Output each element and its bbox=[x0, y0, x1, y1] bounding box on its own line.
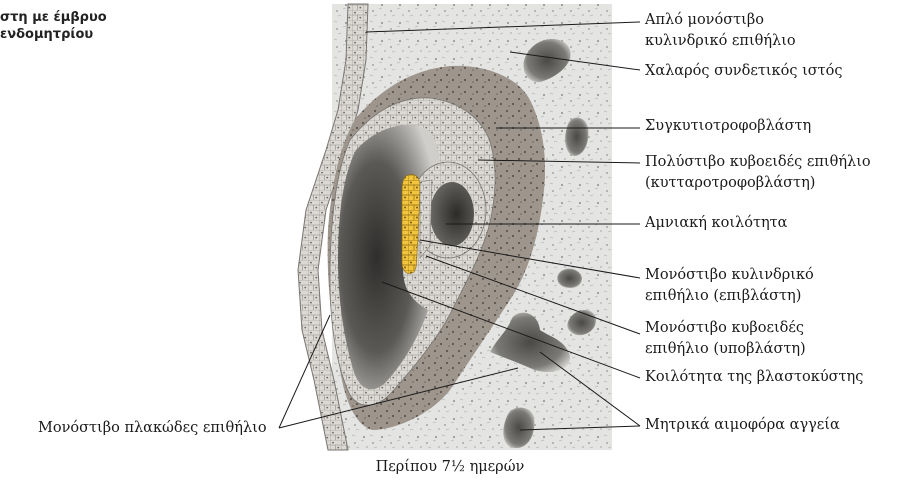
label-hypoblast: Μονόστιβο κυβοειδές επιθήλιο (υποβλάστη) bbox=[645, 318, 806, 360]
label-epiblast: Μονόστιβο κυλινδρικό επιθήλιο (επιβλάστη… bbox=[645, 265, 814, 307]
figure-caption: Περίπου 7½ ημερών bbox=[320, 459, 580, 475]
label-blastocyst-cavity: Κοιλότητα της βλαστοκύστης bbox=[645, 367, 863, 388]
label-hypoblast-line2: επιθήλιο (υποβλάστη) bbox=[645, 339, 806, 360]
label-epiblast-line1: Μονόστιβο κυλινδρικό bbox=[645, 265, 814, 286]
label-simple-columnar: Απλό μονόστιβο κυλινδρικό επιθήλιο bbox=[645, 10, 796, 52]
label-simple-squamous: Μονόστιβο πλακώδες επιθήλιο bbox=[38, 418, 267, 439]
label-stratified-cuboidal-line2: (κυτταροτροφοβλάστη) bbox=[645, 173, 871, 194]
label-amniotic-cavity: Αμνιακή κοιλότητα bbox=[645, 213, 787, 234]
label-maternal-vessels: Μητρικά αιμοφόρα αγγεία bbox=[645, 415, 840, 436]
label-syncytiotrophoblast-line1: Συγκυτιοτροφοβλάστη bbox=[645, 116, 811, 137]
label-epiblast-line2: επιθήλιο (επιβλάστη) bbox=[645, 286, 814, 307]
amniotic-cavity bbox=[430, 182, 474, 246]
label-simple-columnar-line2: κυλινδρικό επιθήλιο bbox=[645, 31, 796, 52]
label-stratified-cuboidal-line1: Πολύστιβο κυβοειδές επιθήλιο bbox=[645, 152, 871, 173]
label-stratified-cuboidal: Πολύστιβο κυβοειδές επιθήλιο (κυτταροτρο… bbox=[645, 152, 871, 194]
label-simple-squamous-line1: Μονόστιβο πλακώδες επιθήλιο bbox=[38, 418, 267, 439]
label-syncytiotrophoblast: Συγκυτιοτροφοβλάστη bbox=[645, 116, 811, 137]
label-maternal-vessels-line1: Μητρικά αιμοφόρα αγγεία bbox=[645, 415, 840, 436]
label-loose-connective: Χαλαρός συνδετικός ιστός bbox=[645, 61, 843, 82]
label-blastocyst-cavity-line1: Κοιλότητα της βλαστοκύστης bbox=[645, 367, 863, 388]
label-amniotic-cavity-line1: Αμνιακή κοιλότητα bbox=[645, 213, 787, 234]
label-hypoblast-line1: Μονόστιβο κυβοειδές bbox=[645, 318, 806, 339]
label-loose-connective-line1: Χαλαρός συνδετικός ιστός bbox=[645, 61, 843, 82]
label-simple-columnar-line1: Απλό μονόστιβο bbox=[645, 10, 796, 31]
